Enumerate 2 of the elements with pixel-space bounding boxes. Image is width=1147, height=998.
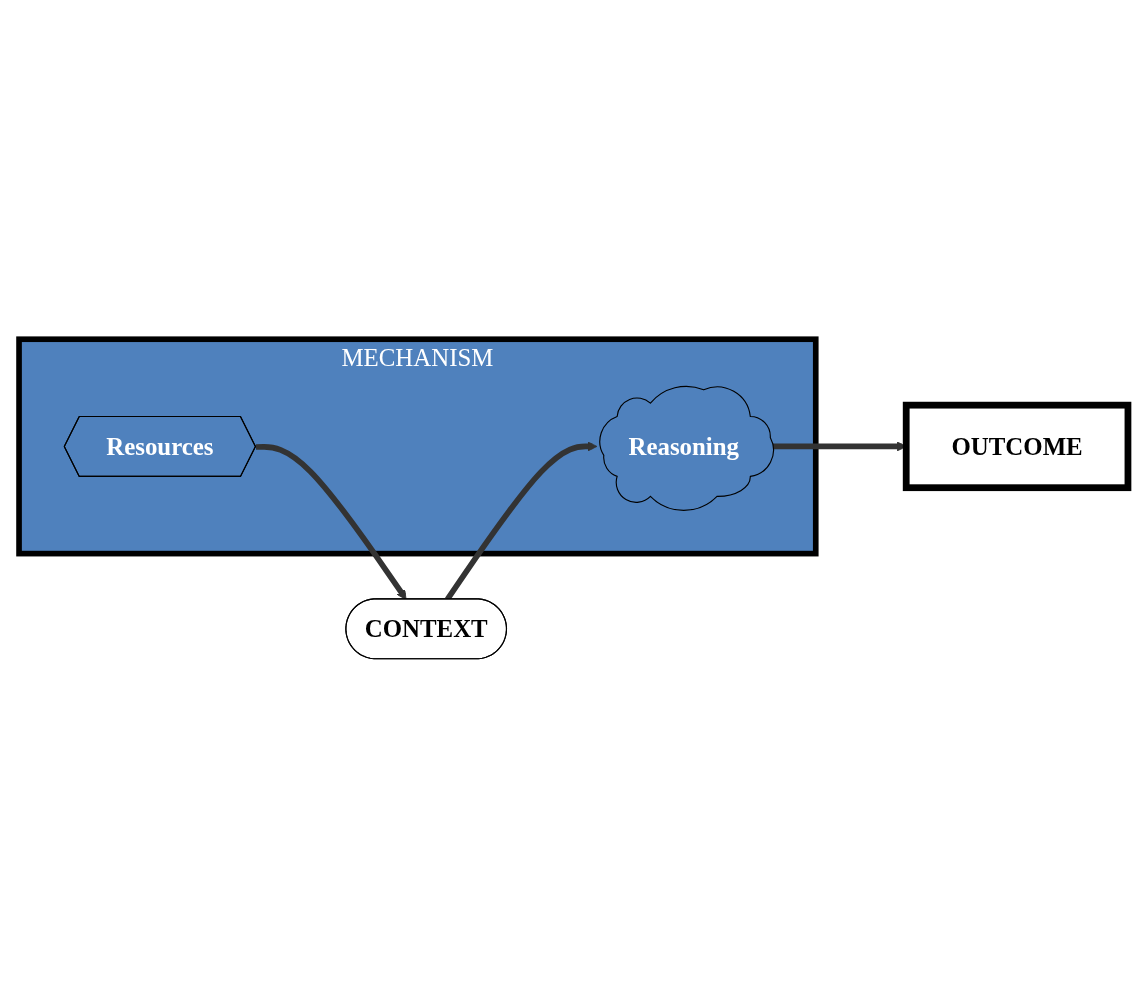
node-box: OUTCOME xyxy=(902,401,1132,492)
arrow xyxy=(255,444,407,600)
